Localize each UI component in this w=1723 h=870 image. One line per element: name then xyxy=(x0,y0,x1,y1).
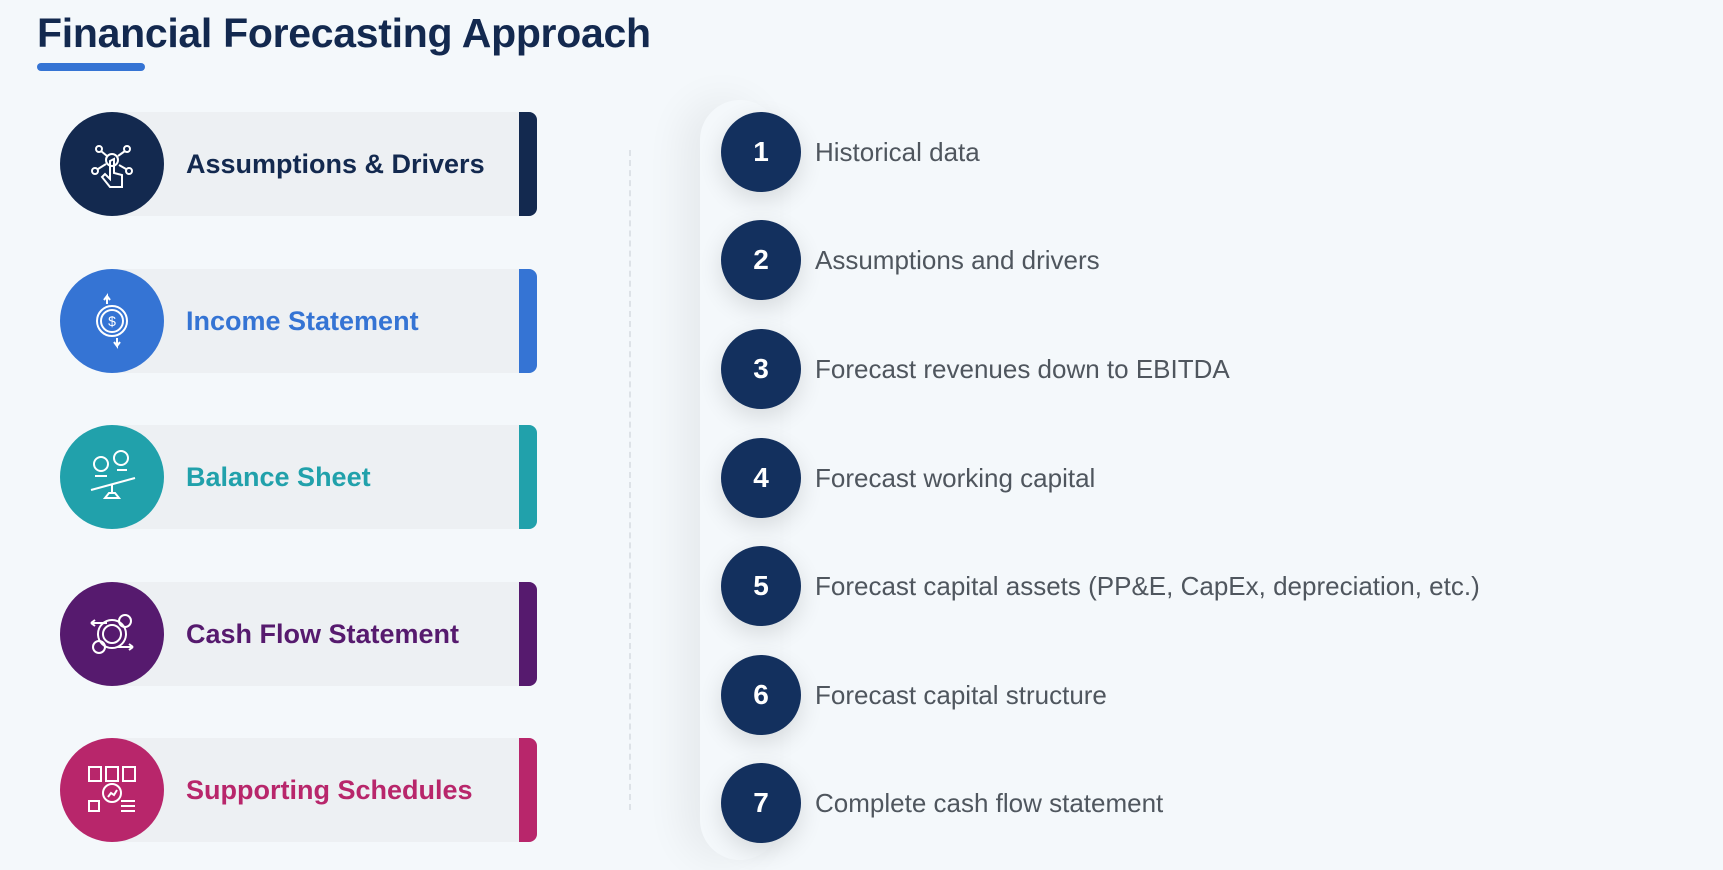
balance-scale-icon xyxy=(60,425,164,529)
component-card: Balance Sheet xyxy=(60,425,537,529)
step-text: Forecast working capital xyxy=(815,462,1096,493)
step-number-badge: 7 xyxy=(721,763,801,843)
component-card: Supporting Schedules xyxy=(60,738,537,842)
schedule-analysis-icon xyxy=(60,738,164,842)
step-number-badge: 6 xyxy=(721,655,801,735)
step-item: 4 Forecast working capital xyxy=(721,438,1095,518)
step-item: 7 Complete cash flow statement xyxy=(721,763,1163,843)
step-text: Complete cash flow statement xyxy=(815,787,1164,818)
step-number-badge: 3 xyxy=(721,329,801,409)
card-background xyxy=(112,269,537,373)
step-item: 5 Forecast capital assets (PP&E, CapEx, … xyxy=(721,546,1480,626)
component-label: Income Statement xyxy=(186,305,419,336)
card-accent-bar xyxy=(519,582,537,686)
step-text: Forecast revenues down to EBITDA xyxy=(815,353,1230,384)
card-accent-bar xyxy=(519,112,537,216)
dollar-arrows-icon: $ xyxy=(60,269,164,373)
component-card: $ Income Statement xyxy=(60,269,537,373)
step-item: 3 Forecast revenues down to EBITDA xyxy=(721,329,1230,409)
step-item: 1 Historical data xyxy=(721,112,980,192)
card-accent-bar xyxy=(519,738,537,842)
card-background xyxy=(112,738,537,842)
card-accent-bar xyxy=(519,269,537,373)
component-card: Cash Flow Statement xyxy=(60,582,537,686)
step-number-badge: 1 xyxy=(721,112,801,192)
network-hand-icon xyxy=(60,112,164,216)
component-card: Assumptions & Drivers xyxy=(60,112,537,216)
title-underline xyxy=(37,63,145,71)
card-accent-bar xyxy=(519,425,537,529)
component-label: Balance Sheet xyxy=(186,461,371,492)
component-label: Assumptions & Drivers xyxy=(186,148,485,179)
card-background xyxy=(112,425,537,529)
divider xyxy=(629,150,631,810)
step-text: Historical data xyxy=(815,136,980,167)
svg-text:$: $ xyxy=(108,313,116,329)
step-number-badge: 4 xyxy=(721,438,801,518)
step-number-badge: 5 xyxy=(721,546,801,626)
step-number-badge: 2 xyxy=(721,220,801,300)
page-title: Financial Forecasting Approach xyxy=(37,10,651,56)
step-item: 2 Assumptions and drivers xyxy=(721,220,1100,300)
card-background xyxy=(112,582,537,686)
step-text: Assumptions and drivers xyxy=(815,244,1100,275)
step-item: 6 Forecast capital structure xyxy=(721,655,1107,735)
step-text: Forecast capital structure xyxy=(815,679,1107,710)
step-text: Forecast capital assets (PP&E, CapEx, de… xyxy=(815,570,1480,601)
card-background xyxy=(112,112,537,216)
component-label: Supporting Schedules xyxy=(186,774,473,805)
component-label: Cash Flow Statement xyxy=(186,618,460,649)
cash-flow-icon xyxy=(60,582,164,686)
